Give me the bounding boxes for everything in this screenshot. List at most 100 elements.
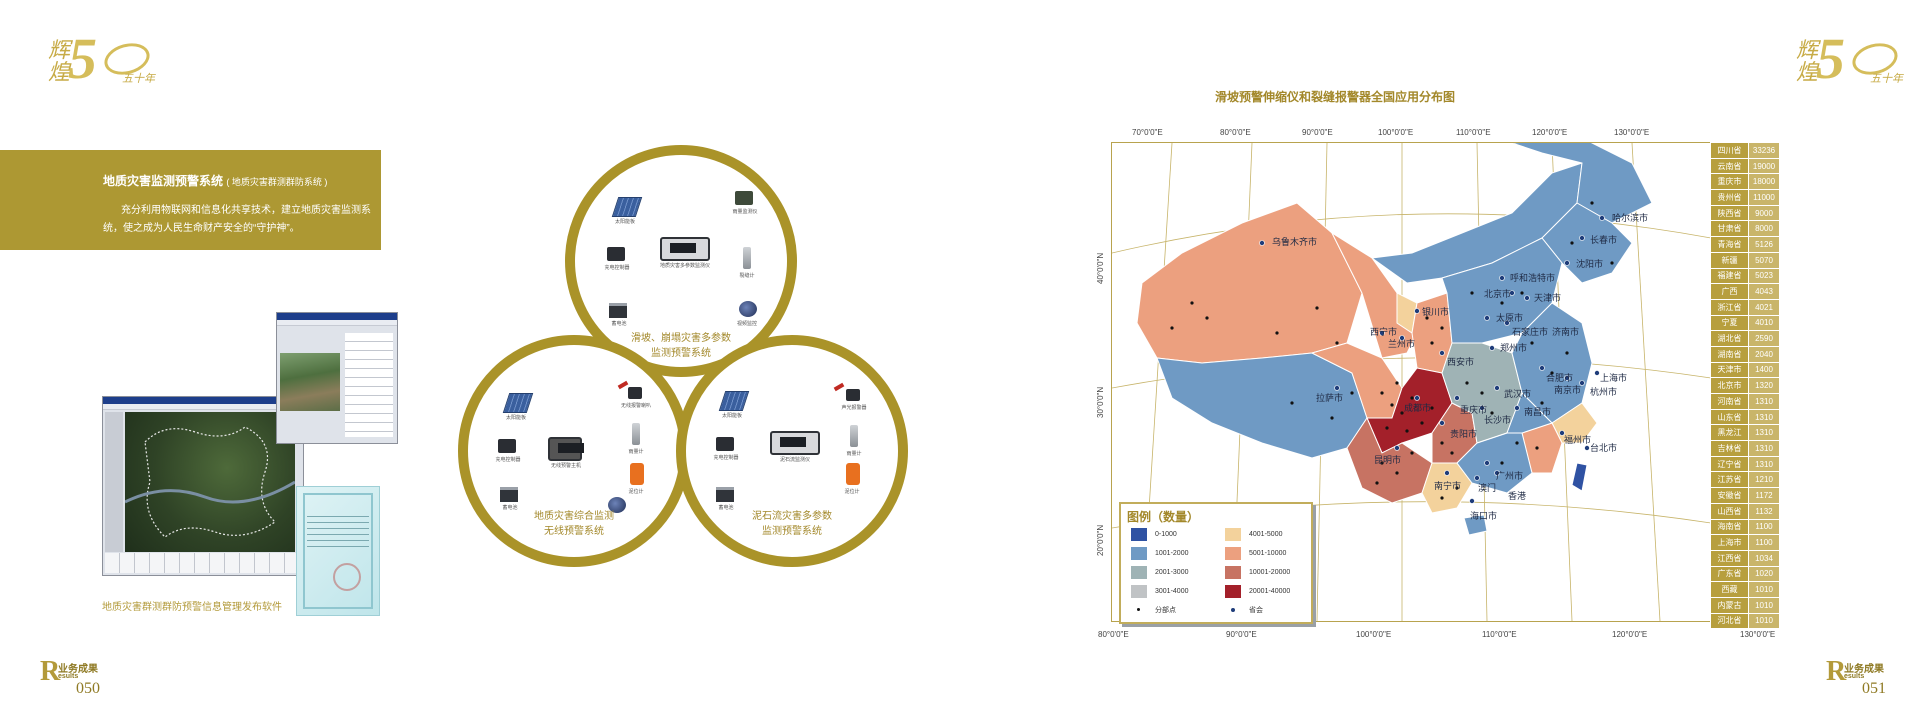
legend-swatch	[1225, 585, 1241, 598]
city-label: 广州市	[1496, 471, 1524, 481]
city-label: 上海市	[1600, 373, 1628, 383]
device-label: 地质灾害多参数监测仪	[659, 263, 710, 269]
province-name: 河南省	[1710, 393, 1749, 410]
certificate-border	[303, 493, 373, 609]
footer-letter: R	[40, 656, 61, 687]
banner-subtitle: ( 地质灾害群测群防系统 )	[226, 177, 328, 187]
banner-title: 地质灾害监测预警系统 ( 地质灾害群测群防系统 )	[103, 172, 327, 189]
circle-label-line1: 滑坡、崩塌灾害多参数	[631, 333, 731, 344]
battery-icon	[500, 487, 518, 502]
province-value: 1010	[1748, 581, 1780, 598]
city-label: 兰州市	[1388, 339, 1416, 349]
province-name: 甘肃省	[1710, 220, 1749, 238]
city-label: 合肥市	[1546, 373, 1574, 383]
province-value: 1132	[1748, 502, 1780, 520]
city-label: 南昌市	[1524, 407, 1552, 417]
device-label: 泥位计	[628, 489, 644, 495]
city-label: 长春市	[1590, 235, 1618, 245]
province-value: 1010	[1748, 612, 1780, 630]
form-fields	[345, 333, 393, 437]
jiangxi	[1476, 392, 1553, 444]
province-value: 1034	[1748, 549, 1780, 567]
mud-level-meter-icon	[630, 463, 644, 485]
legend-swatch	[1131, 585, 1147, 598]
lat-label-left: 30°0'0"N	[1096, 386, 1105, 418]
province-name: 安徽省	[1710, 487, 1749, 504]
device-label: 雨量计	[846, 451, 862, 457]
lat-label-left: 20°0'0"N	[1096, 524, 1105, 556]
city-label: 哈尔滨市	[1612, 213, 1649, 223]
charge-controller-icon	[498, 439, 516, 453]
province-name: 重庆市	[1710, 173, 1749, 191]
logo-number: 5	[1816, 26, 1845, 91]
camera-icon	[608, 497, 626, 513]
province-value: 1320	[1748, 377, 1780, 394]
province-name: 福建省	[1710, 267, 1749, 285]
device-label: 充电控制器	[713, 455, 739, 461]
logo-script: 辉煌	[1792, 38, 1817, 82]
circle-label: 泥石流灾害多参数 监测预警系统	[686, 509, 898, 539]
province-name: 辽宁省	[1710, 455, 1749, 473]
city-label: 贵阳市	[1450, 429, 1478, 439]
device-label: 太阳能板	[505, 415, 526, 421]
rain-gauge-icon	[632, 423, 640, 445]
hainan	[1463, 514, 1488, 536]
data-grid-panel	[105, 553, 301, 573]
province-name: 吉林省	[1710, 440, 1749, 457]
province-value: 1020	[1748, 565, 1780, 583]
legend-title: 图例（数量）	[1127, 510, 1200, 524]
software-caption: 地质灾害群测群防预警信息管理发布软件	[102, 602, 282, 613]
province-name: 云南省	[1710, 157, 1749, 175]
banner-title-text: 地质灾害监测预警系统	[103, 174, 224, 188]
province-value: 11000	[1748, 189, 1780, 206]
device-label: 无线预警主机	[550, 463, 581, 469]
satellite-map-image	[125, 412, 295, 552]
legend-capital-marker	[1231, 608, 1235, 612]
window-menubar	[277, 320, 397, 326]
taiwan	[1571, 462, 1588, 492]
solar-panel-icon	[611, 197, 643, 217]
city-label: 南京市	[1554, 385, 1582, 395]
legend-item: 10001-20000	[1249, 569, 1291, 576]
lon-label-top: 120°0'0"E	[1532, 128, 1568, 137]
lon-label-bottom: 130°0'0"E	[1740, 630, 1776, 639]
lon-label-top: 90°0'0"E	[1302, 128, 1333, 137]
footer-label: 业务成果	[58, 664, 98, 675]
solar-panel-icon	[718, 391, 750, 411]
alarm-box-icon	[846, 389, 860, 401]
legend-swatch	[1131, 566, 1147, 579]
province-value: 1210	[1748, 471, 1780, 489]
device-label: 雨量计	[628, 449, 644, 455]
province-value: 5070	[1748, 251, 1780, 269]
city-label: 长沙市	[1484, 415, 1512, 425]
lon-label-bottom: 110°0'0"E	[1482, 630, 1517, 639]
legend-item: 1001-2000	[1155, 550, 1189, 557]
province-value: 1100	[1748, 534, 1780, 551]
province-value: 1010	[1748, 596, 1780, 614]
rain-gauge-icon	[735, 191, 753, 205]
circle-label-line2: 监测预警系统	[762, 526, 822, 537]
city-label: 乌鲁木齐市	[1272, 237, 1318, 247]
logo-years: 五十年	[1870, 72, 1903, 85]
province-value: 1310	[1748, 424, 1780, 442]
device-label: 裂缝计	[739, 273, 755, 279]
crack-gauge-icon	[743, 247, 751, 269]
province-name: 山西省	[1710, 502, 1749, 520]
circle-label-line2: 无线预警系统	[544, 526, 604, 537]
software-screenshot-form	[276, 312, 398, 444]
province-value: 1100	[1748, 518, 1780, 536]
lon-label-top: 110°0'0"E	[1456, 128, 1491, 137]
legend-item: 省会	[1249, 607, 1263, 614]
circle-debris-flow-system: 太阳能板 充电控制器 泥石流监测仪 蓄电池 声光报警器 雨量计 泥位计 泥石流灾…	[676, 335, 908, 567]
legend-swatch	[1131, 528, 1147, 541]
province-name: 江苏省	[1710, 471, 1749, 489]
province-value: 2590	[1748, 330, 1780, 347]
province-name: 广西	[1710, 283, 1749, 300]
device-label: 太阳能板	[614, 219, 635, 225]
xinjiang	[1136, 202, 1363, 364]
